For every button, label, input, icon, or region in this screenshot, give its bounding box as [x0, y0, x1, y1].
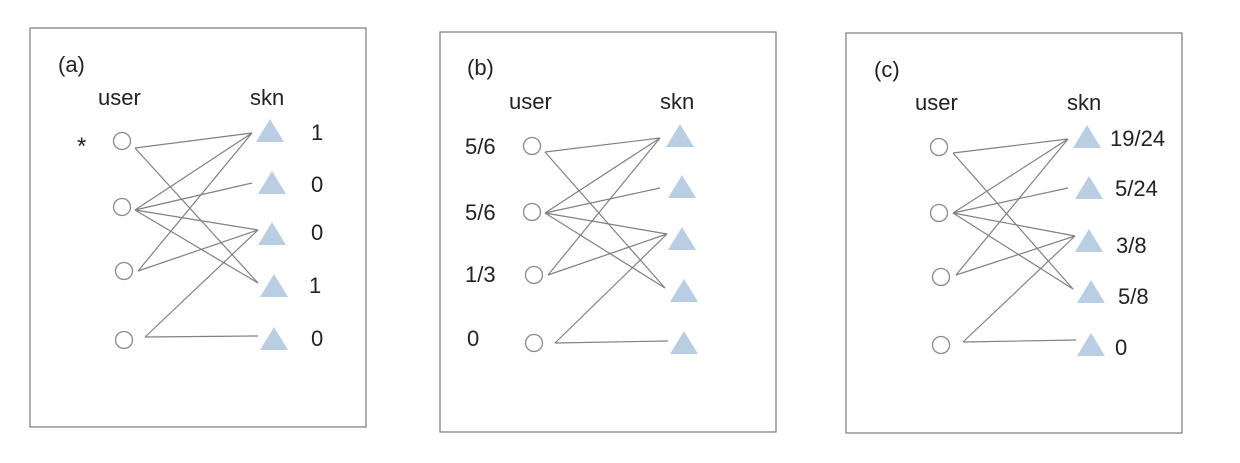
skn-node: [256, 119, 284, 142]
skn-node: [260, 274, 288, 297]
user-node: [114, 261, 134, 281]
panel-b-user-nodes: [522, 136, 544, 353]
user-node: [112, 197, 132, 217]
edge: [137, 229, 259, 272]
edge: [955, 138, 1069, 276]
edge: [134, 182, 253, 211]
skn-node: [670, 331, 698, 354]
panel-b-skn-header: skn: [660, 89, 694, 114]
panel-a-label: (a): [58, 52, 85, 77]
panel-a-skn-header: skn: [250, 85, 284, 110]
panel-c-skn-value: 5/24: [1115, 176, 1158, 201]
edge: [952, 152, 1074, 290]
skn-node: [670, 279, 698, 302]
panel-c-skn-value: 5/8: [1118, 284, 1149, 309]
panel-c-skn-nodes: [1073, 125, 1105, 356]
panel-b: (b) user skn 5/6 5: [439, 31, 777, 433]
skn-node: [1073, 125, 1101, 148]
panel-c-skn-value: 3/8: [1116, 233, 1147, 258]
skn-node: [668, 227, 696, 250]
panel-b-edges: [544, 137, 669, 344]
panel-a-skn-value: 1: [311, 120, 323, 145]
edge: [554, 233, 668, 344]
panel-b-frame: [439, 31, 777, 433]
skn-node: [1075, 176, 1103, 199]
edge: [544, 212, 666, 289]
panel-c-skn-value: 0: [1115, 335, 1127, 360]
user-node: [522, 136, 542, 156]
user-node: [114, 330, 134, 350]
user-node: [522, 202, 542, 222]
edge: [144, 335, 259, 338]
user-node: [112, 131, 132, 151]
panel-a-skn-value: 0: [311, 172, 323, 197]
panel-b-user-value: 5/6: [465, 134, 496, 159]
skn-node: [666, 124, 694, 147]
edge: [952, 138, 1069, 154]
panel-b-user-value: 1/3: [465, 262, 496, 287]
panel-c-label: (c): [874, 57, 900, 82]
skn-node: [258, 222, 286, 245]
panel-c-user-header: user: [915, 90, 958, 115]
edge: [137, 132, 253, 272]
user-node: [931, 267, 951, 287]
edge: [547, 233, 668, 276]
edge: [134, 209, 259, 284]
panel-c-frame: [845, 32, 1183, 434]
edge: [544, 137, 661, 214]
skn-node: [260, 327, 288, 350]
skn-node: [1077, 280, 1105, 303]
panel-c-user-nodes: [929, 137, 951, 355]
edge: [952, 138, 1069, 214]
panel-a-user-nodes: [112, 131, 134, 350]
edge: [144, 229, 259, 338]
panel-a-skn-value: 0: [311, 326, 323, 351]
edge: [955, 235, 1076, 276]
edge: [962, 339, 1077, 343]
panel-b-user-value: 5/6: [465, 200, 496, 225]
panel-c-skn-value: 19/24: [1110, 126, 1165, 151]
panel-a-frame: [29, 27, 367, 428]
edge: [952, 187, 1069, 214]
edge: [554, 340, 669, 344]
edge: [134, 209, 259, 231]
panel-a-edges: [134, 132, 259, 338]
panel-c-edges: [952, 138, 1077, 343]
skn-node: [258, 171, 286, 194]
edge: [547, 137, 661, 276]
skn-node: [668, 175, 696, 198]
edge: [962, 235, 1076, 343]
panel-a-user-value: *: [77, 133, 86, 160]
panel-a-skn-value: 0: [311, 220, 323, 245]
edge: [544, 151, 666, 289]
edge: [544, 137, 661, 153]
user-node: [929, 137, 949, 157]
edge: [134, 147, 259, 284]
user-node: [524, 265, 544, 285]
edge: [134, 132, 253, 149]
panel-b-label: (b): [467, 55, 494, 80]
edge: [134, 132, 253, 211]
edge: [952, 212, 1074, 290]
panel-a-user-header: user: [98, 85, 141, 110]
panel-b-skn-nodes: [666, 124, 698, 354]
panel-a-skn-value: 1: [309, 273, 321, 298]
panel-c: (c) user skn 19/24: [845, 32, 1183, 434]
user-node: [524, 333, 544, 353]
panel-c-skn-header: skn: [1067, 90, 1101, 115]
user-node: [931, 335, 951, 355]
skn-node: [1075, 229, 1103, 252]
edge: [544, 212, 668, 235]
edge: [544, 187, 661, 214]
panel-b-user-header: user: [509, 89, 552, 114]
panel-a-skn-nodes: [256, 119, 288, 350]
panel-a: (a) user skn * 1: [29, 27, 367, 428]
skn-node: [1077, 333, 1105, 356]
edge: [952, 212, 1076, 237]
panel-b-user-value: 0: [467, 326, 479, 351]
user-node: [929, 203, 949, 223]
